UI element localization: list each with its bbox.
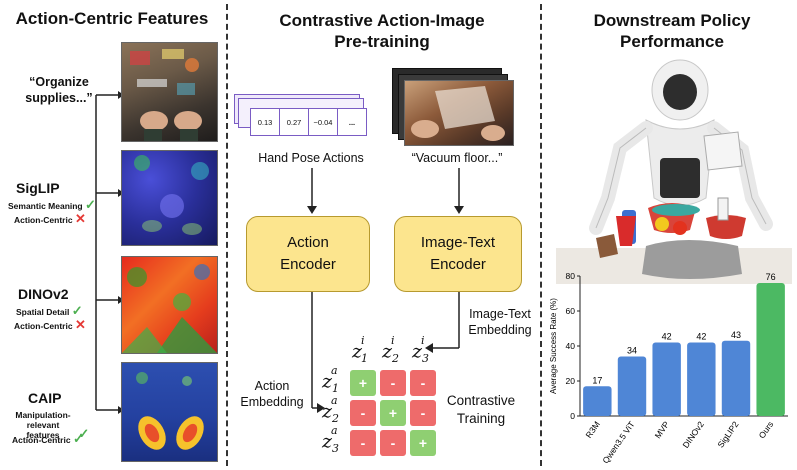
image-text-encoder-label: Image-Text Encoder — [420, 234, 496, 273]
image-text-embedding-label: Image-Text Embedding — [468, 307, 532, 337]
y-tick-label: 60 — [566, 306, 576, 316]
action-value-3: ... — [337, 108, 367, 136]
panel2-title: Contrastive Action-Image Pre-training — [279, 11, 485, 51]
panel3-title: Downstream Policy Performance — [593, 11, 751, 51]
z3-action: z3a — [322, 424, 340, 456]
criterion-label: Manipulation-relevant features — [15, 410, 71, 440]
data-label: 42 — [662, 332, 672, 342]
y-tick-label: 40 — [566, 341, 576, 351]
matrix-cell-0-2: - — [410, 370, 436, 396]
criterion-label: Action-Centric — [14, 215, 73, 225]
image-dinov2-heatmap — [121, 256, 218, 354]
robot-photo — [556, 58, 792, 284]
dinov2-criterion-2: Action-Centric ✕ — [14, 317, 86, 332]
image-siglip-heatmap — [121, 150, 218, 246]
bar-siglip2 — [721, 340, 751, 416]
dinov2-criterion-1: Spatial Detail ✓ — [16, 303, 83, 318]
z1-action: z1a — [322, 364, 340, 396]
criterion-label: Semantic Meaning — [8, 201, 83, 211]
caip-criterion-1: Manipulation-relevant features ✓ — [10, 410, 96, 440]
bar-qwen3-5-vit — [617, 356, 647, 416]
check-icon: ✓ — [72, 431, 84, 446]
criterion-label: Spatial Detail — [16, 307, 70, 317]
action-value-0: 0.13 — [250, 108, 280, 136]
x-tick-label: Ours — [757, 419, 776, 440]
data-label: 42 — [696, 332, 706, 342]
matrix-cell-1-1: + — [380, 400, 406, 426]
action-encoder-label: Action Encoder — [280, 234, 336, 273]
action-embedding-label: Action Embedding — [240, 379, 304, 409]
y-tick-label: 0 — [570, 411, 575, 421]
bar-mvp — [652, 342, 681, 416]
siglip-heatmap-art — [134, 155, 209, 235]
matrix-cell-0-1: - — [380, 370, 406, 396]
x-tick-label: MVP — [653, 419, 672, 440]
video-frame-front — [404, 80, 514, 146]
x-tick-label: Qwen3.5 ViT — [600, 419, 636, 465]
criterion-label: Action-Centric — [12, 435, 71, 445]
video-prompt-label: “Vacuum floor...” — [411, 151, 503, 165]
matrix-cell-2-1: - — [380, 430, 406, 456]
data-label: 17 — [592, 375, 602, 385]
panel1-title: Action-Centric Features — [15, 9, 209, 28]
matrix-cell-1-0: - — [350, 400, 376, 426]
z1-image: z1i — [352, 334, 369, 366]
siglip-criterion-2: Action-Centric ✕ — [14, 211, 86, 226]
matrix-cell-0-0: + — [350, 370, 376, 396]
x-tick-label: DINOv2 — [680, 419, 706, 450]
z2-image: z2i — [382, 334, 400, 366]
cross-icon: ✕ — [74, 317, 86, 332]
panel2-arrows — [307, 168, 464, 413]
y-axis-label: Average Success Rate (%) — [549, 298, 558, 394]
bar-ours — [756, 283, 785, 416]
caip-heatmap-art — [136, 372, 204, 450]
image-caip-heatmap — [121, 362, 218, 462]
contrastive-training-label: Contrastive Training — [446, 393, 516, 426]
z2-action: z2a — [322, 394, 340, 426]
criterion-label: Action-Centric — [14, 321, 73, 331]
siglip-criterion-1: Semantic Meaning ✓ — [8, 197, 96, 212]
prompt-organize: “Organize supplies...” — [25, 75, 93, 105]
image-text-encoder-box: Image-Text Encoder — [394, 216, 522, 292]
robot-art — [556, 59, 792, 284]
check-icon: ✓ — [85, 197, 96, 212]
method-siglip-name: SigLIP — [16, 180, 60, 196]
caip-criterion-2: Action-Centric ✓ — [12, 431, 84, 446]
z3-image: z3i — [412, 334, 430, 366]
method-dinov2-name: DINOv2 — [18, 286, 69, 302]
matrix-cell-2-0: - — [350, 430, 376, 456]
cross-icon: ✕ — [74, 211, 86, 226]
image-desk-scene — [121, 42, 218, 142]
matrix-cell-1-2: - — [410, 400, 436, 426]
check-icon: ✓ — [78, 426, 90, 441]
matrix-cell-2-2: + — [410, 430, 436, 456]
data-label: 43 — [731, 330, 741, 340]
divider-left — [226, 4, 228, 466]
y-tick-label: 20 — [566, 376, 576, 386]
method-caip-name: CAIP — [28, 390, 62, 406]
data-label: 76 — [766, 272, 776, 282]
bar-dinov2 — [687, 342, 716, 416]
x-tick-label: R3M — [583, 419, 601, 439]
data-label: 34 — [627, 346, 637, 356]
divider-right — [540, 4, 542, 466]
bar-r3m — [583, 386, 612, 416]
action-encoder-box: Action Encoder — [246, 216, 370, 292]
hand-pose-label: Hand Pose Actions — [258, 151, 364, 165]
y-tick-label: 80 — [566, 271, 576, 281]
check-icon: ✓ — [71, 303, 83, 318]
desk-scene-art — [130, 49, 202, 141]
x-tick-label: SigLIP2 — [715, 419, 740, 449]
vacuum-scene-art — [411, 86, 505, 141]
dinov2-heatmap-art — [122, 264, 217, 353]
